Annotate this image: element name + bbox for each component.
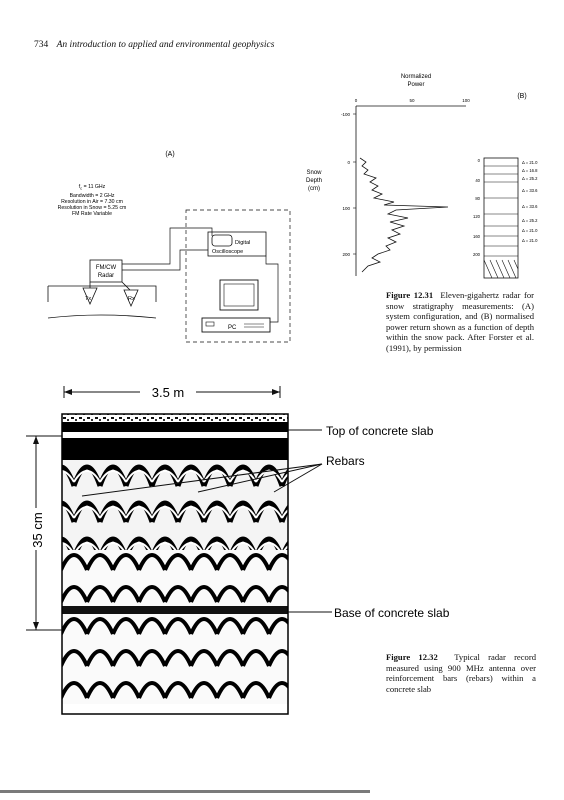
x-tick-50: 50	[409, 98, 415, 103]
y-label-2: Depth	[306, 178, 322, 184]
strat-tick-40: 40	[475, 178, 480, 183]
page-number: 734	[34, 40, 49, 50]
spec-list: fc = 11 GHz Bandwidth = 2 GHz Resolution…	[58, 184, 127, 217]
running-title: An introduction to applied and environme…	[56, 40, 275, 50]
plot-title-2: Power	[407, 82, 424, 88]
strat-value-5: Δ = 33.6	[522, 204, 538, 209]
fig-12-32-radargram: 3.5 m 35 cm Top of concrete slab Rebars …	[26, 384, 450, 715]
rx-antenna	[121, 281, 139, 307]
base-slab-reflection	[62, 606, 288, 614]
pc-drive	[205, 321, 215, 327]
fig-12-32-label: Figure 12.32	[386, 652, 438, 662]
spec-fc: fc = 11 GHz	[79, 184, 106, 191]
annot-rebars: Rebars	[326, 454, 365, 468]
pc-screen	[223, 283, 255, 307]
strat-tick-0: 0	[478, 158, 481, 163]
strat-tick-80: 80	[475, 196, 480, 201]
instrument-enclosure	[185, 209, 291, 343]
radar-to-scope-line-2	[122, 249, 208, 271]
panel-b-label: (B)	[517, 93, 526, 100]
radar-label-2: Radar	[98, 273, 114, 279]
top-slab-reflection	[62, 422, 288, 432]
strat-value-8: Δ = 21.0	[522, 238, 538, 243]
mount-frame	[47, 285, 157, 302]
fig-12-32-text: Typical radar record measured using 900 …	[386, 652, 537, 694]
y-tick-200: 200	[342, 252, 350, 257]
y-label-1: Snow	[306, 170, 322, 176]
rebar-hyperbolas-lower	[62, 550, 288, 610]
strat-value-1: Δ = 21.0	[522, 160, 538, 165]
tx-label: Tx	[85, 296, 91, 302]
power-trace	[359, 157, 449, 273]
rebar-pointer-2	[197, 463, 323, 493]
pc-label: PC	[228, 325, 237, 331]
spec-bandwidth: Bandwidth = 2 GHz	[70, 193, 115, 199]
strat-value-3: Δ = 25.2	[522, 176, 538, 181]
strat-tick-160: 160	[473, 234, 481, 239]
pc-monitor	[219, 279, 259, 311]
y-tick-0: 0	[347, 160, 350, 165]
y-label-3: (cm)	[308, 186, 320, 192]
page-header: 734 An introduction to applied and envir…	[34, 40, 274, 50]
rebar-pointer-3	[273, 463, 323, 493]
strat-column	[483, 157, 519, 279]
strat-tick-120: 120	[473, 214, 481, 219]
y-tick-m100: -100	[341, 112, 351, 117]
width-label: 3.5 m	[152, 385, 185, 400]
scope-to-pc-line	[265, 256, 279, 323]
strat-value-7: Δ = 21.0	[522, 228, 538, 233]
panel-a-label: (A)	[165, 151, 174, 158]
radar-box	[89, 259, 123, 283]
rebar-pointer-1	[81, 463, 323, 497]
spec-res-air: Resolution in Air = 7.30 cm	[61, 199, 123, 205]
fig-12-31-label: Figure 12.31	[386, 290, 434, 300]
x-tick-0: 0	[355, 98, 358, 103]
scan-edge	[0, 790, 370, 793]
annot-base: Base of concrete slab	[334, 606, 450, 620]
rx-label: Rx	[128, 296, 135, 302]
annot-top: Top of concrete slab	[326, 424, 434, 438]
spec-fm-rate: FM Rate Variable	[72, 211, 112, 217]
strat-value-4: Δ = 33.6	[522, 188, 538, 193]
rebar-hyperbolas	[62, 460, 288, 550]
x-tick-100: 100	[462, 98, 470, 103]
plot-title-1: Normalized	[401, 74, 431, 80]
radar-label-1: FM/CW	[96, 265, 117, 271]
tx-antenna	[82, 282, 98, 305]
oscilloscope-screen	[211, 234, 233, 247]
osc-label-2: Oscilloscope	[212, 249, 243, 255]
spec-res-snow: Resolution in Snow = 5.25 cm	[58, 205, 127, 211]
fig-12-31-text: Eleven-gigahertz radar for snow stratigr…	[386, 290, 535, 353]
strat-value-6: Δ = 25.2	[522, 218, 538, 223]
osc-label-1: Digital	[235, 240, 250, 246]
pc-unit	[201, 317, 271, 333]
snow-surface	[47, 314, 157, 319]
fig-12-31-b-plot: Normalized Power (B) 0 50 100 -100 0 100…	[306, 74, 538, 279]
radar-to-scope-line	[122, 227, 213, 265]
y-tick-100: 100	[342, 206, 350, 211]
strat-value-2: Δ = 16.8	[522, 168, 538, 173]
strat-tick-200: 200	[473, 252, 481, 257]
surface-noise	[62, 414, 288, 422]
fig-12-32-caption: Figure 12.32 Typical radar record measur…	[386, 652, 536, 694]
oscilloscope-box	[207, 231, 267, 257]
fig-12-31-caption: Figure 12.31 Eleven-gigahertz radar for …	[386, 290, 534, 354]
sub-slab-section	[62, 614, 288, 704]
depth-label: 35 cm	[30, 512, 45, 547]
fig-12-31-a-diagram: (A) fc = 11 GHz Bandwidth = 2 GHz Resolu…	[47, 151, 291, 343]
